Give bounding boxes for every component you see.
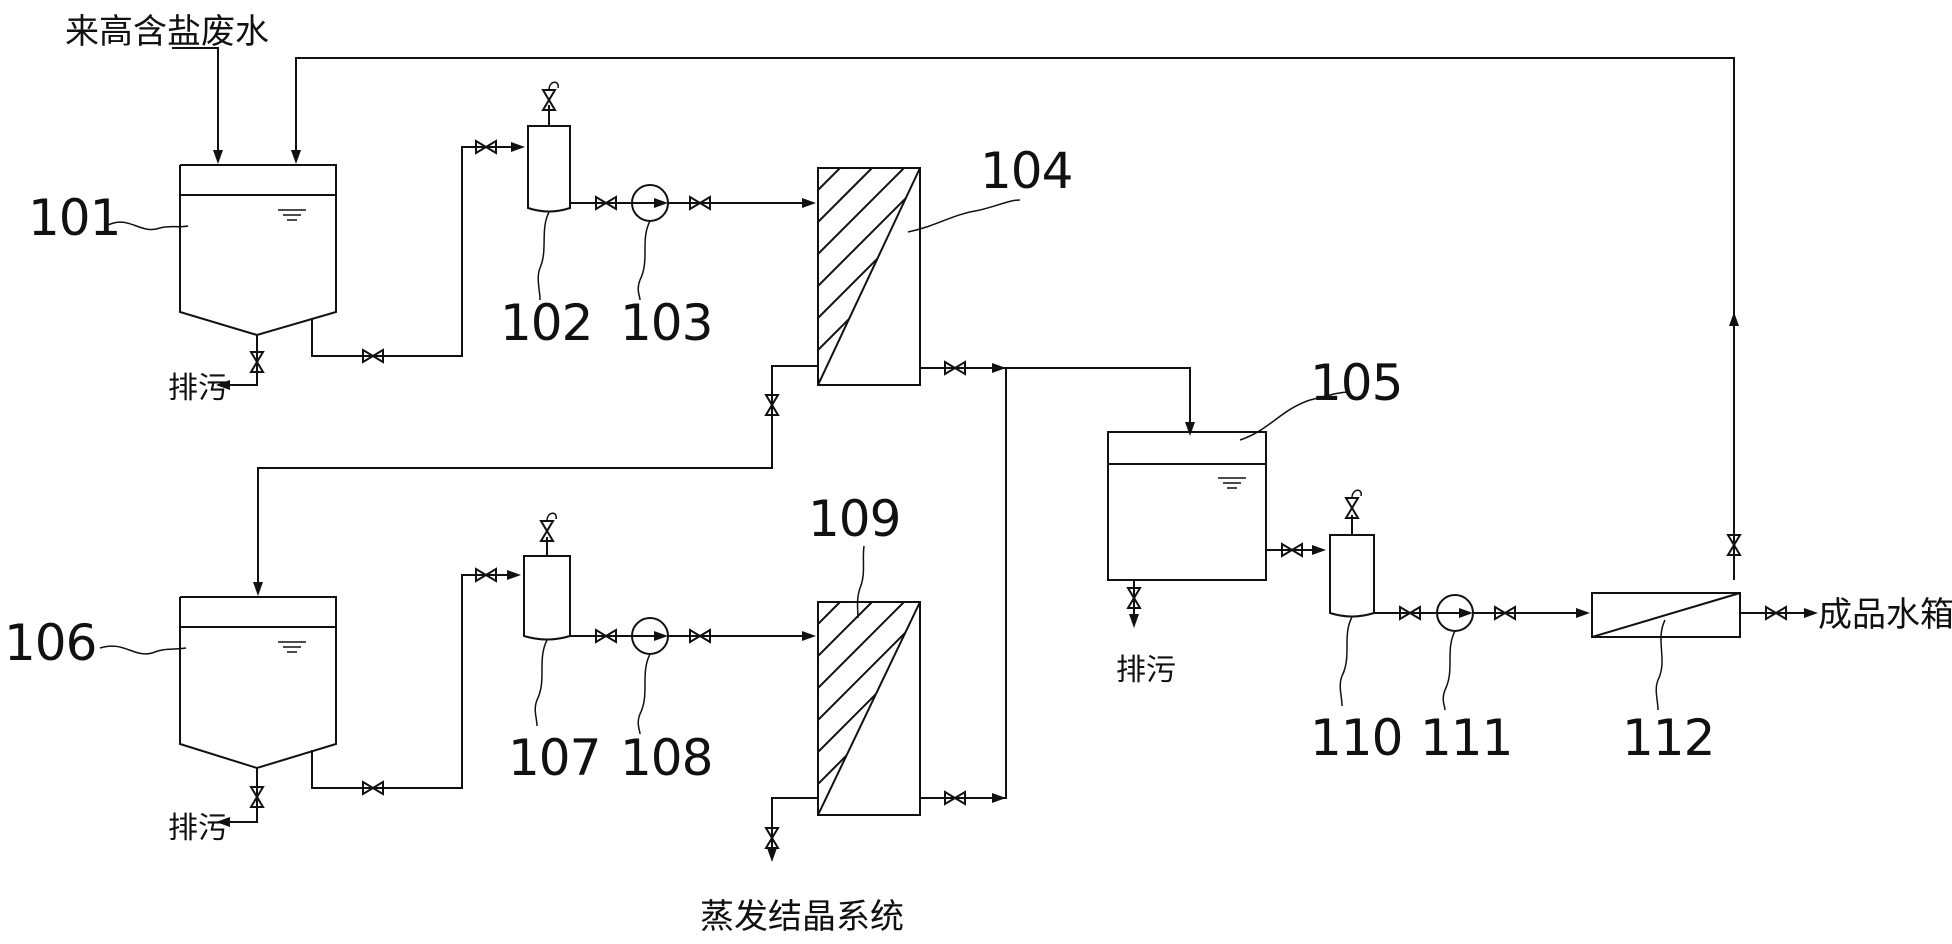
membrane-109 (817, 601, 921, 816)
inlet-feed-line (172, 47, 223, 164)
label-106: 106 (4, 614, 96, 672)
leader-101 (107, 221, 189, 231)
label-104: 104 (980, 142, 1072, 200)
pipe-109-permeate (920, 368, 1007, 805)
leader-112 (1655, 619, 1666, 711)
pipe-102-103 (570, 196, 632, 210)
pipe-110-111 (1374, 606, 1436, 620)
drain-105 (1127, 580, 1141, 628)
pipe-101-102 (311, 140, 525, 363)
label-108: 108 (620, 729, 712, 787)
label-101: 101 (28, 189, 120, 247)
pipe-107-108 (570, 629, 632, 643)
label-111: 111 (1420, 709, 1512, 767)
label-103: 103 (620, 294, 712, 352)
product-label: 成品水箱 (1818, 595, 1952, 635)
pipe-103-104 (668, 196, 816, 210)
tank-101 (179, 164, 337, 337)
pipe-105-110 (1266, 543, 1326, 557)
leader-107 (534, 639, 548, 727)
tank-106 (179, 596, 337, 770)
leader-105 (1239, 391, 1351, 441)
evaporation-label: 蒸发结晶系统 (700, 897, 904, 937)
pipe-108-109 (668, 629, 816, 643)
leader-110 (1339, 616, 1353, 707)
filter-107 (523, 512, 571, 641)
drain-label-101: 排污 (168, 371, 228, 406)
label-109: 109 (808, 490, 900, 548)
leader-106 (99, 645, 187, 655)
leader-109 (856, 545, 865, 619)
filter-102 (527, 81, 571, 213)
label-102: 102 (500, 294, 592, 352)
membrane-104 (817, 167, 921, 386)
pipe-111-112 (1473, 606, 1590, 620)
leader-108 (637, 653, 651, 735)
label-107: 107 (508, 729, 600, 787)
pump-111 (1436, 594, 1474, 632)
label-112: 112 (1622, 709, 1714, 767)
leader-102 (537, 211, 550, 301)
leader-104 (907, 199, 1021, 233)
drain-label-106: 排污 (168, 811, 228, 846)
membrane-112 (1591, 592, 1741, 638)
pipe-104-105 (920, 361, 1195, 436)
inlet-label: 来高含盐废水 (65, 12, 269, 52)
label-110: 110 (1310, 709, 1402, 767)
label-105: 105 (1310, 354, 1402, 412)
pipe-112-product (1740, 606, 1818, 620)
leader-111 (1442, 630, 1456, 711)
leader-103 (637, 220, 651, 301)
pipe-109-evaporation (765, 797, 818, 862)
pipe-106-107 (311, 568, 521, 795)
filter-110 (1329, 489, 1375, 618)
pipe-104-106 (253, 365, 818, 596)
recycle-line (291, 57, 1741, 580)
drain-101 (216, 335, 264, 390)
drain-106 (216, 768, 264, 827)
drain-label-105: 排污 (1116, 653, 1176, 688)
tank-105 (1107, 431, 1267, 581)
pump-103 (631, 184, 669, 222)
pump-108 (631, 617, 669, 655)
